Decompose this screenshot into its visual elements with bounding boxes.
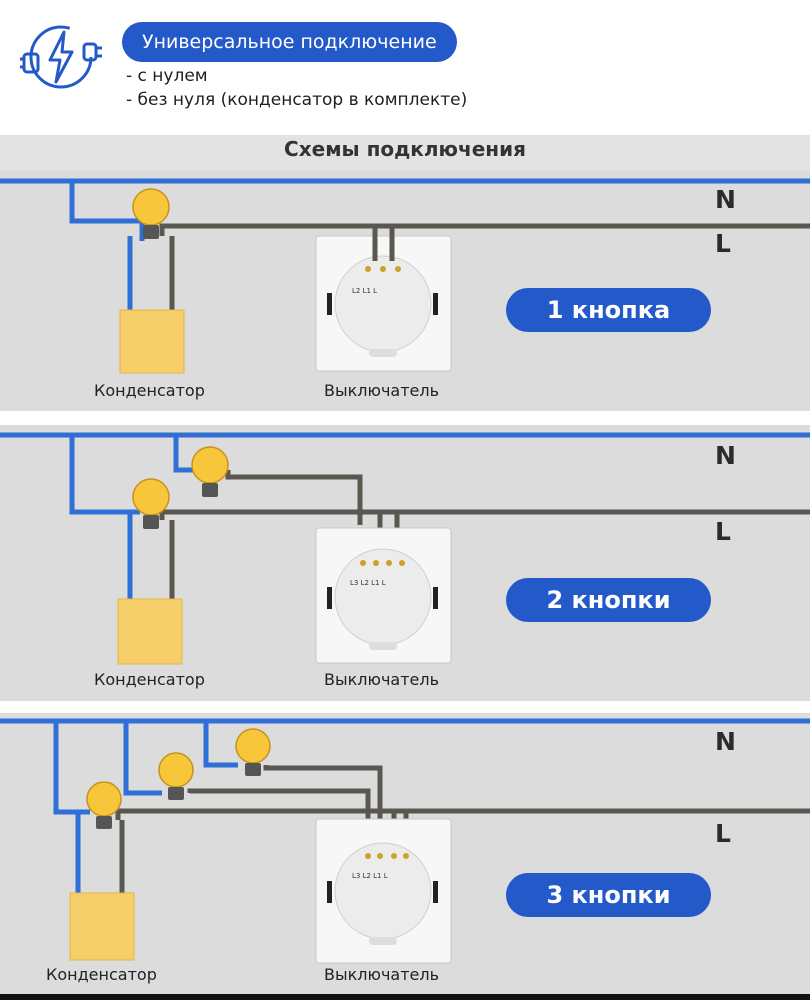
wiring-diagram-3: L3 L2 L1 L bbox=[0, 718, 810, 964]
header: Универсальное подключение - с нулем - бе… bbox=[0, 0, 810, 135]
switch-label: Выключатель bbox=[324, 381, 440, 400]
bullet-with-neutral: - с нулем bbox=[126, 66, 208, 86]
badge-1-button: 1 кнопка bbox=[506, 288, 711, 332]
bulb-icon bbox=[132, 478, 170, 529]
neutral-label: N bbox=[715, 185, 736, 214]
bulb-icon bbox=[191, 446, 229, 497]
bottom-edge bbox=[0, 994, 810, 1000]
bulb-icon bbox=[235, 728, 271, 776]
diagram-panel-1: L2 L1 L N L 1 кнопка Конденсатор Выключа… bbox=[0, 171, 810, 411]
svg-text:L2 L1 L: L2 L1 L bbox=[352, 287, 377, 295]
capacitor-label: Конденсатор bbox=[94, 670, 205, 689]
section-title-band bbox=[0, 135, 810, 171]
bullet-without-neutral: - без нуля (конденсатор в комплекте) bbox=[126, 90, 468, 110]
lightning-plug-icon bbox=[20, 25, 102, 89]
section-title: Схемы подключения bbox=[284, 137, 526, 161]
live-label: L bbox=[715, 517, 731, 546]
diagram-panel-2: L3 L2 L1 L N L 2 кнопки Конденсатор Выкл… bbox=[0, 425, 810, 701]
neutral-label: N bbox=[715, 727, 736, 756]
bulb-icon bbox=[158, 752, 194, 800]
capacitor-box bbox=[69, 892, 135, 961]
header-title: Универсальное подключение bbox=[122, 22, 457, 62]
wiring-diagram-1: L2 L1 L bbox=[0, 178, 810, 374]
switch-label: Выключатель bbox=[324, 670, 440, 689]
bulb-icon bbox=[132, 188, 170, 239]
bulb-icon bbox=[86, 781, 122, 829]
switch-label: Выключатель bbox=[324, 965, 440, 984]
diagram-panel-3: L3 L2 L1 L N L 3 кнопки Конденсатор Выкл… bbox=[0, 713, 810, 994]
svg-text:L3 L2 L1 L: L3 L2 L1 L bbox=[352, 872, 388, 880]
live-label: L bbox=[715, 819, 731, 848]
wiring-diagram-2: L3 L2 L1 L bbox=[0, 432, 810, 665]
neutral-label: N bbox=[715, 441, 736, 470]
badge-3-buttons: 3 кнопки bbox=[506, 873, 711, 917]
capacitor-label: Конденсатор bbox=[94, 381, 205, 400]
badge-2-buttons: 2 кнопки bbox=[506, 578, 711, 622]
capacitor-box bbox=[119, 309, 185, 374]
live-label: L bbox=[715, 229, 731, 258]
capacitor-box bbox=[117, 598, 183, 665]
capacitor-label: Конденсатор bbox=[46, 965, 157, 984]
svg-text:L3 L2 L1 L: L3 L2 L1 L bbox=[350, 579, 386, 587]
